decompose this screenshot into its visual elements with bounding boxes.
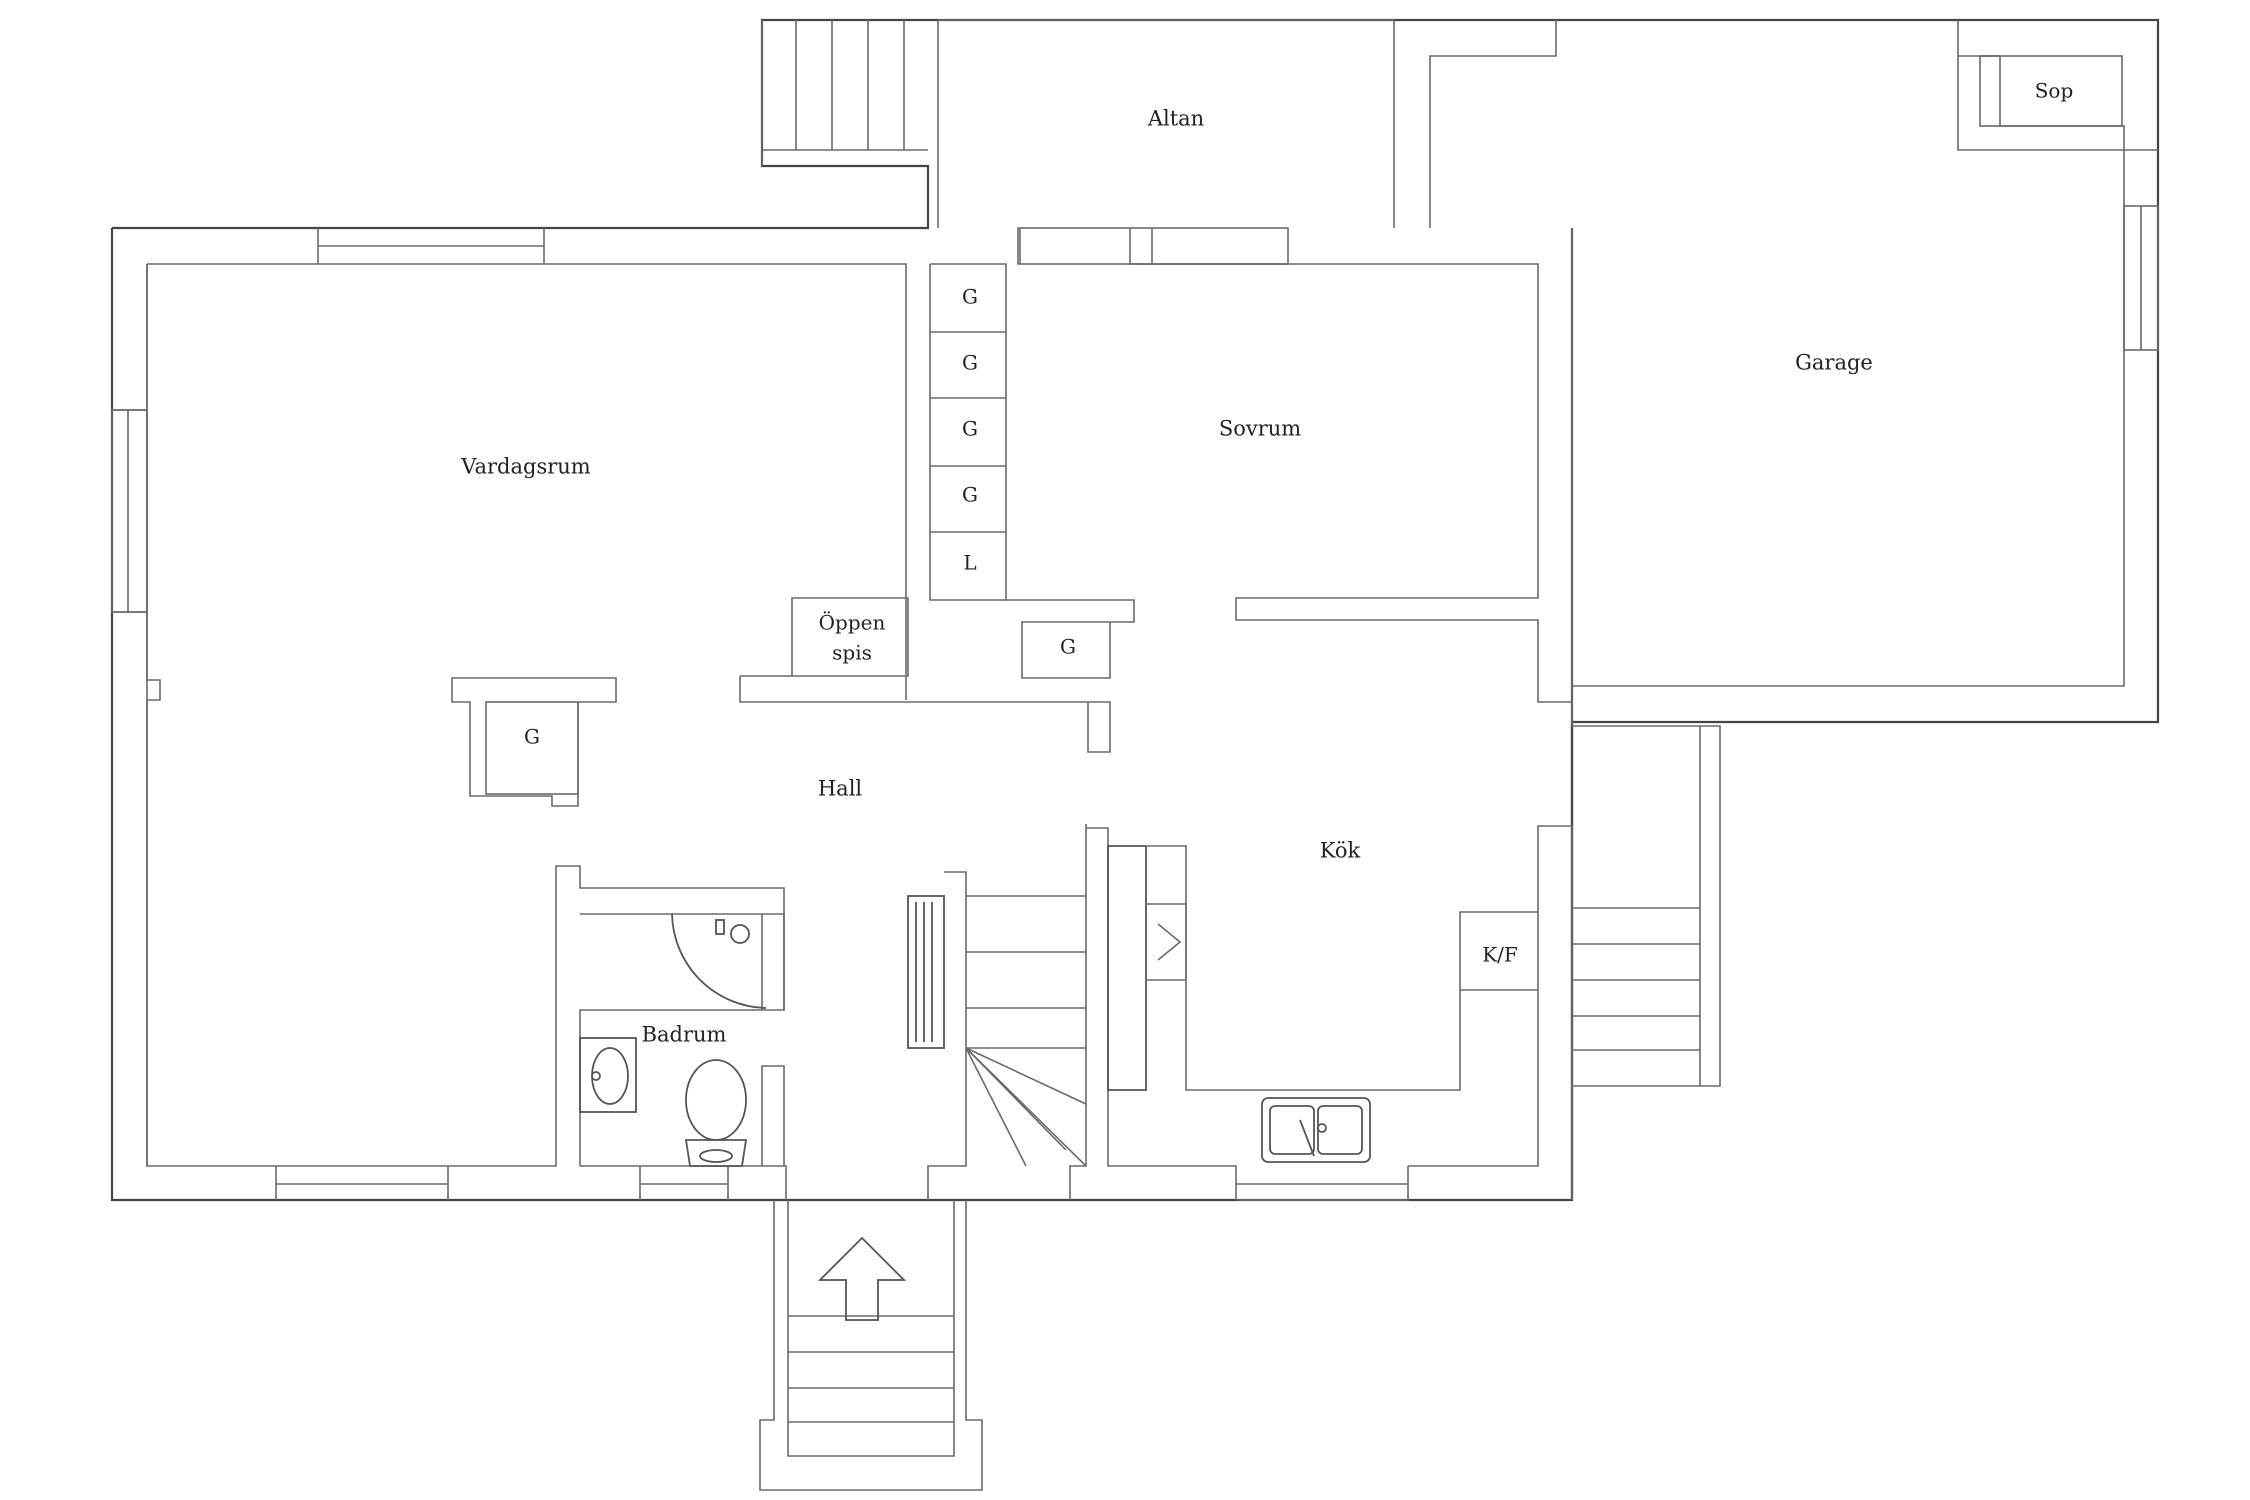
garage-walls bbox=[1571, 20, 2159, 687]
label-hall: Hall bbox=[818, 777, 863, 801]
label-wardrobe-1: G bbox=[962, 285, 978, 309]
label-wardrobe-4: G bbox=[962, 483, 978, 507]
label-wardrobe-3: G bbox=[962, 417, 978, 441]
fixture-labels: Öppen spis K/F G G G G L G G bbox=[524, 285, 1518, 967]
label-vardagsrum: Vardagsrum bbox=[460, 455, 591, 479]
kitchen-sink bbox=[1261, 1097, 1371, 1163]
exterior-walls bbox=[110, 18, 2160, 1202]
altan-deck bbox=[761, 19, 1557, 265]
label-sop: Sop bbox=[2035, 79, 2074, 103]
label-kok: Kök bbox=[1320, 839, 1361, 863]
label-spis: spis bbox=[832, 641, 872, 665]
label-wardrobe-2: G bbox=[962, 351, 978, 375]
label-linen: L bbox=[963, 551, 976, 575]
room-labels: Altan Sop Garage Vardagsrum Sovrum Hall … bbox=[460, 79, 2073, 1047]
label-wardrobe-6: G bbox=[524, 725, 540, 749]
interior-walls bbox=[111, 228, 1721, 1201]
label-altan: Altan bbox=[1147, 107, 1204, 131]
label-sovrum: Sovrum bbox=[1219, 417, 1301, 441]
entrance-arrow-icon bbox=[817, 1236, 907, 1321]
label-oppen: Öppen bbox=[819, 610, 886, 635]
label-badrum: Badrum bbox=[642, 1023, 727, 1047]
bathroom-fixtures bbox=[579, 913, 767, 1167]
label-wardrobe-5: G bbox=[1060, 635, 1076, 659]
label-kf: K/F bbox=[1482, 943, 1518, 967]
entrance-stairs bbox=[759, 1200, 983, 1491]
label-garage: Garage bbox=[1795, 351, 1873, 375]
